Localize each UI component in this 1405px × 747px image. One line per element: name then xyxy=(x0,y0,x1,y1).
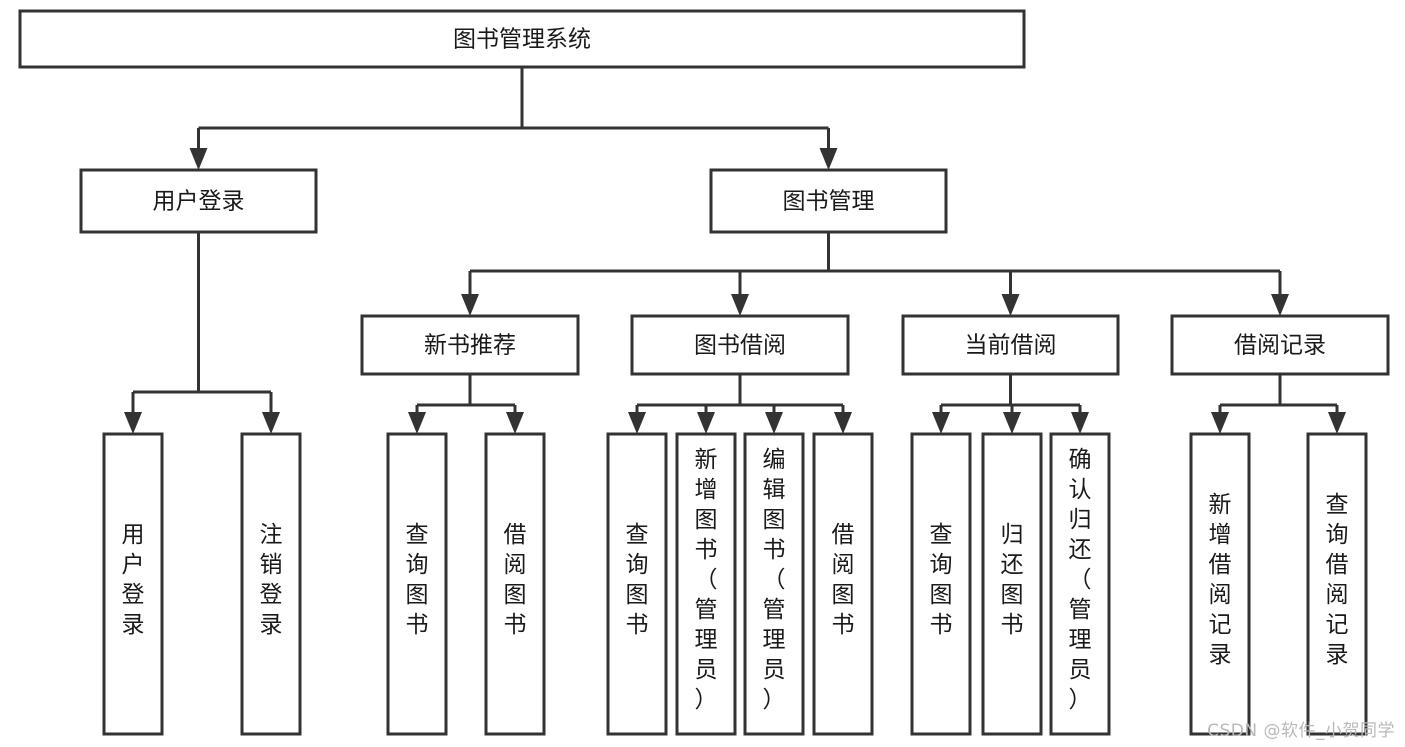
node-borrow-query-book[interactable]: 查询图书 xyxy=(606,432,668,736)
node-user-login-do[interactable]: 用户登录 xyxy=(102,432,164,736)
node-current-borrow[interactable]: 当前借阅 xyxy=(901,314,1120,376)
node-label-new-book-recommend: 新书推荐 xyxy=(424,333,516,359)
arrow-head-icon xyxy=(1328,412,1346,434)
node-box-borrow-query-book xyxy=(606,432,668,736)
node-borrow-edit-book[interactable]: 编辑图书（管理员） xyxy=(743,432,805,736)
node-current-query-book[interactable]: 查询图书 xyxy=(910,432,972,736)
node-label-borrow-add-book: 新增图书（管理员） xyxy=(695,447,718,713)
node-box-borrow-add-book xyxy=(675,432,737,736)
node-box-current-query-book xyxy=(910,432,972,736)
node-user-login[interactable]: 用户登录 xyxy=(79,168,318,234)
node-label-current-query-book: 查询图书 xyxy=(930,522,953,638)
arrow-head-icon xyxy=(189,148,208,170)
node-label-current-return-book: 归还图书 xyxy=(1001,522,1024,638)
connector-layer xyxy=(124,67,1346,434)
arrow-head-icon xyxy=(731,294,749,316)
node-record-add[interactable]: 新增借阅记录 xyxy=(1189,432,1251,736)
node-root[interactable]: 图书管理系统 xyxy=(18,9,1026,69)
node-label-book-borrow: 图书借阅 xyxy=(694,333,786,359)
node-box-book-management xyxy=(709,168,948,234)
node-box-book-borrow xyxy=(630,314,850,376)
arrow-head-icon xyxy=(408,412,426,434)
node-layer: 图书管理系统用户登录图书管理用户登录注销登录新书推荐查询图书借阅图书图书借阅查询… xyxy=(18,9,1390,736)
node-box-current-confirm-return xyxy=(1049,432,1111,736)
node-user-logout[interactable]: 注销登录 xyxy=(240,432,302,736)
node-box-borrow-borrow-book xyxy=(812,432,874,736)
node-label-record-query: 查询借阅记录 xyxy=(1326,492,1349,668)
node-recommend-query-book[interactable]: 查询图书 xyxy=(386,432,448,736)
arrow-head-icon xyxy=(819,148,838,170)
arrow-head-icon xyxy=(932,412,950,434)
node-box-recommend-borrow-book xyxy=(484,432,546,736)
node-box-borrow-edit-book xyxy=(743,432,805,736)
node-box-record-query xyxy=(1306,432,1368,736)
arrow-head-icon xyxy=(262,412,280,434)
arrow-head-icon xyxy=(1271,294,1289,316)
node-label-record-add: 新增借阅记录 xyxy=(1209,492,1232,668)
node-label-current-borrow: 当前借阅 xyxy=(965,333,1057,359)
node-borrow-borrow-book[interactable]: 借阅图书 xyxy=(812,432,874,736)
node-label-user-logout: 注销登录 xyxy=(260,522,283,638)
arrow-head-icon xyxy=(1071,412,1089,434)
node-label-user-login-do: 用户登录 xyxy=(122,522,145,638)
node-label-book-management: 图书管理 xyxy=(783,189,875,215)
node-borrow-add-book[interactable]: 新增图书（管理员） xyxy=(675,432,737,736)
node-box-user-logout xyxy=(240,432,302,736)
arrow-head-icon xyxy=(834,412,852,434)
arrow-head-icon xyxy=(1003,412,1021,434)
node-recommend-borrow-book[interactable]: 借阅图书 xyxy=(484,432,546,736)
node-new-book-recommend[interactable]: 新书推荐 xyxy=(360,314,580,376)
node-label-current-confirm-return: 确认归还（管理员） xyxy=(1069,447,1092,713)
node-current-confirm-return[interactable]: 确认归还（管理员） xyxy=(1049,432,1111,736)
node-box-current-return-book xyxy=(981,432,1043,736)
node-box-user-login-do xyxy=(102,432,164,736)
node-book-borrow[interactable]: 图书借阅 xyxy=(630,314,850,376)
node-label-root: 图书管理系统 xyxy=(453,27,591,53)
arrow-head-icon xyxy=(628,412,646,434)
node-label-recommend-borrow-book: 借阅图书 xyxy=(504,522,527,638)
node-box-record-add xyxy=(1189,432,1251,736)
arrow-head-icon xyxy=(461,294,479,316)
node-borrow-record[interactable]: 借阅记录 xyxy=(1170,314,1390,376)
node-current-return-book[interactable]: 归还图书 xyxy=(981,432,1043,736)
node-label-borrow-query-book: 查询图书 xyxy=(626,522,649,638)
arrow-head-icon xyxy=(506,412,524,434)
node-label-borrow-record: 借阅记录 xyxy=(1234,333,1326,359)
node-box-new-book-recommend xyxy=(360,314,580,376)
node-label-borrow-borrow-book: 借阅图书 xyxy=(832,522,855,638)
arrow-head-icon xyxy=(765,412,783,434)
node-record-query[interactable]: 查询借阅记录 xyxy=(1306,432,1368,736)
node-box-user-login xyxy=(79,168,318,234)
arrow-head-icon xyxy=(1001,294,1020,316)
arrow-head-icon xyxy=(124,412,142,434)
node-label-recommend-query-book: 查询图书 xyxy=(406,522,429,638)
arrow-head-icon xyxy=(1211,412,1229,434)
node-label-borrow-edit-book: 编辑图书（管理员） xyxy=(763,447,786,713)
node-box-borrow-record xyxy=(1170,314,1390,376)
csdn-watermark: CSDN @软件_小贺同学 xyxy=(1207,721,1395,741)
node-box-root xyxy=(18,9,1026,69)
node-book-management[interactable]: 图书管理 xyxy=(709,168,948,234)
node-box-recommend-query-book xyxy=(386,432,448,736)
arrow-head-icon xyxy=(697,412,715,434)
node-label-user-login: 用户登录 xyxy=(153,189,245,215)
node-box-current-borrow xyxy=(901,314,1120,376)
